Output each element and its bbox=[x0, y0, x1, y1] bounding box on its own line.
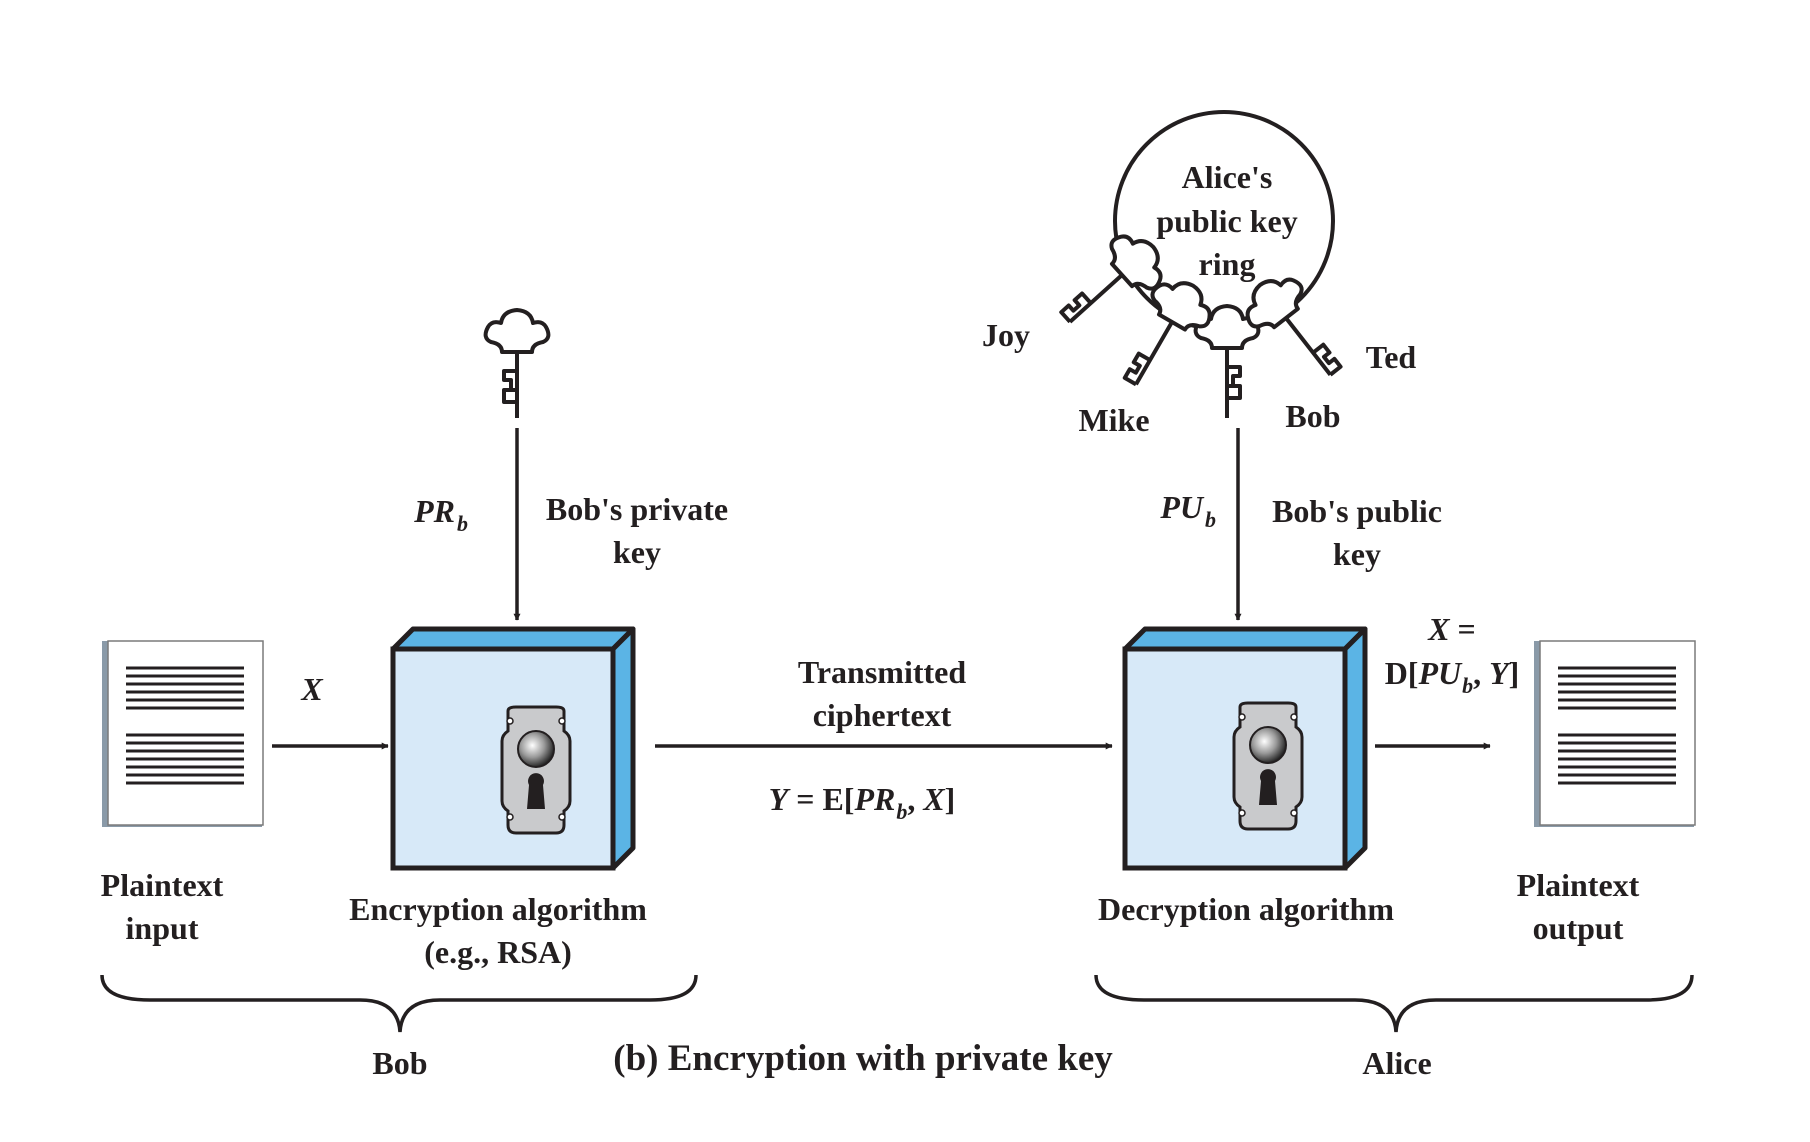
lock-icon bbox=[1232, 701, 1304, 831]
encryption-label-line2: (e.g., RSA) bbox=[424, 934, 572, 970]
output-formula-line2: D[PUb, Y] bbox=[1385, 655, 1520, 698]
alice-group-brace bbox=[1094, 974, 1694, 1033]
decryption-algorithm-box bbox=[1122, 626, 1368, 871]
encryption-algorithm-box bbox=[390, 626, 636, 871]
ring-key-label-bob: Bob bbox=[1285, 398, 1340, 434]
key-ring-icon bbox=[1059, 110, 1343, 418]
private-key-label-line2: key bbox=[613, 534, 661, 570]
group-label-alice: Alice bbox=[1362, 1045, 1431, 1081]
public-key-label-line1: Bob's public bbox=[1272, 493, 1442, 529]
bob-key-on-ring-icon bbox=[1193, 304, 1261, 418]
plaintext-output-label-line1: Plaintext bbox=[1517, 867, 1640, 903]
ciphertext-label-line1: Transmitted bbox=[798, 654, 966, 690]
public-key-symbol: PUb bbox=[1159, 489, 1216, 532]
ciphertext-label-line2: ciphertext bbox=[813, 697, 952, 733]
public-key-label-line2: key bbox=[1333, 536, 1381, 572]
ring-key-label-ted: Ted bbox=[1366, 339, 1417, 375]
bob-group-brace bbox=[100, 974, 698, 1033]
ring-key-label-joy: Joy bbox=[982, 317, 1030, 353]
joy-key-icon bbox=[1059, 234, 1163, 324]
plaintext-input-label-line1: Plaintext bbox=[101, 867, 224, 903]
plaintext-output-label-line2: output bbox=[1533, 910, 1624, 946]
plaintext-output-document-icon bbox=[1534, 640, 1696, 827]
key-ring-label-line3: ring bbox=[1199, 246, 1256, 282]
plaintext-input-label-line2: input bbox=[126, 910, 199, 946]
group-label-bob: Bob bbox=[372, 1045, 427, 1081]
lock-icon bbox=[500, 705, 572, 835]
key-ring-label-line2: public key bbox=[1156, 203, 1297, 239]
plaintext-input-document-icon bbox=[102, 640, 264, 827]
figure-caption: (b) Encryption with private key bbox=[613, 1038, 1113, 1079]
input-x-label: X bbox=[300, 671, 323, 707]
private-key-icon bbox=[483, 308, 551, 418]
ted-key-icon bbox=[1245, 277, 1343, 377]
private-key-label-line1: Bob's private bbox=[546, 491, 728, 527]
encryption-label-line1: Encryption algorithm bbox=[349, 891, 647, 927]
mike-key-icon bbox=[1122, 281, 1212, 387]
private-key-symbol: PRb bbox=[413, 493, 468, 536]
key-ring-label-line1: Alice's bbox=[1182, 159, 1273, 195]
output-formula-line1: X = bbox=[1427, 611, 1476, 647]
decryption-label: Decryption algorithm bbox=[1098, 891, 1394, 927]
ciphertext-formula: Y = E[PRb, X] bbox=[769, 781, 956, 824]
ring-key-label-mike: Mike bbox=[1078, 402, 1149, 438]
